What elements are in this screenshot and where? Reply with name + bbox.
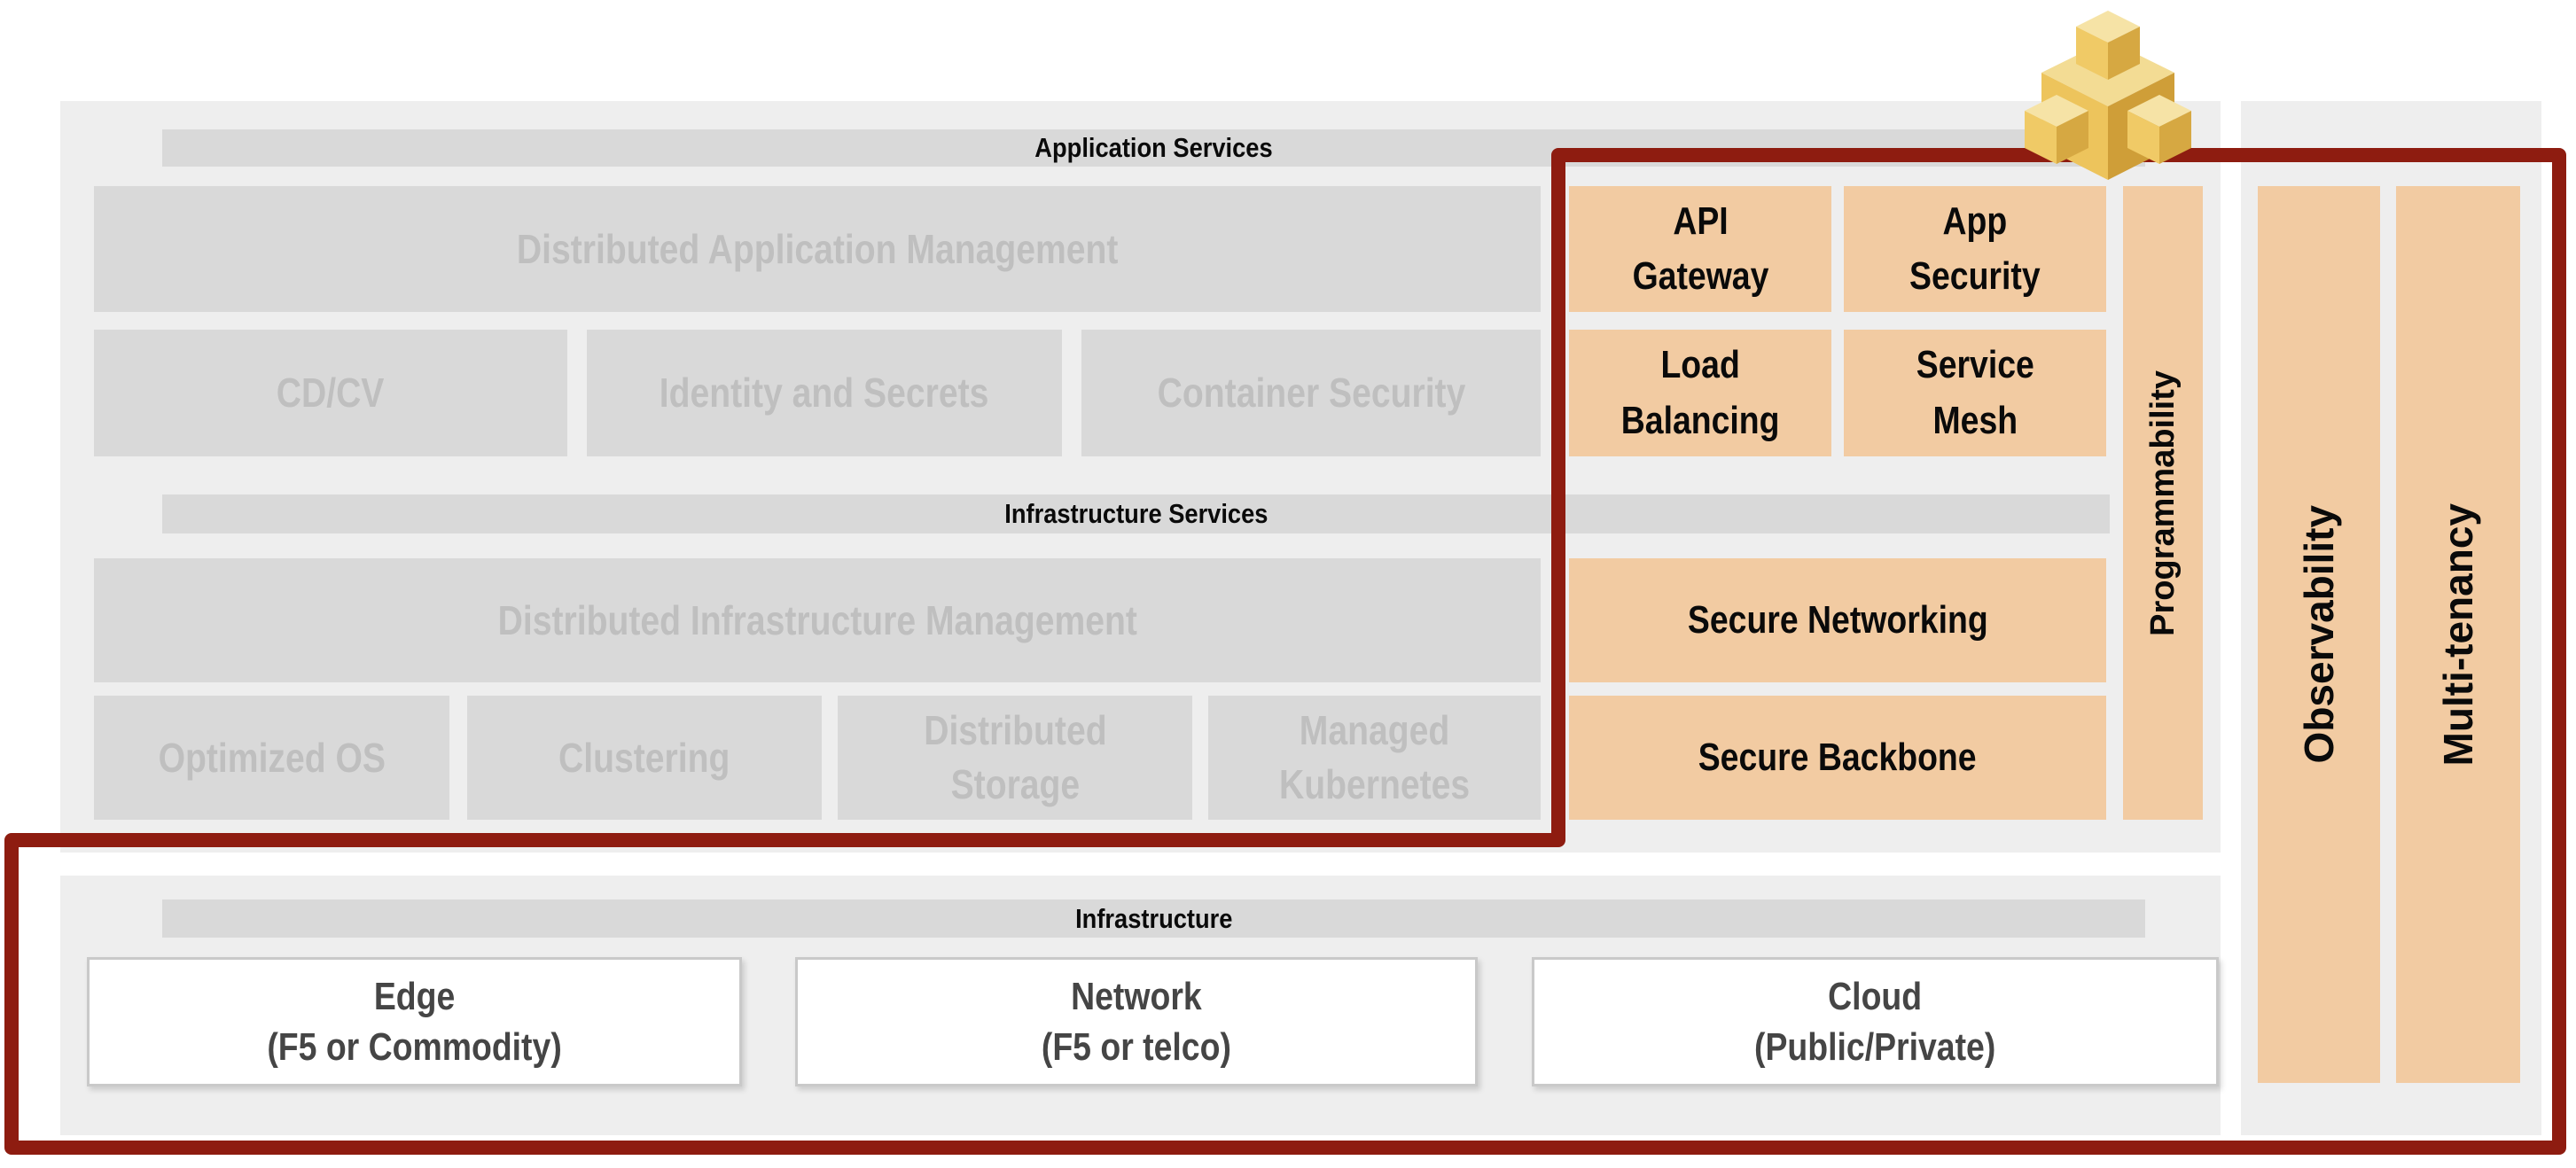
box-label-line2: (F5 or Commodity) [267,1025,562,1069]
box-secure-networking: Secure Networking [1569,558,2106,682]
column-multi-tenancy: Multi-tenancy [2396,186,2520,1083]
box-label: Service Mesh [1916,338,2033,448]
tile-label: Distributed Storage [924,704,1106,811]
box-label-line1: Service [1916,343,2034,387]
box-service-mesh: Service Mesh [1844,330,2106,456]
infrastructure-header-bar: Infrastructure [162,899,2145,938]
box-label-line2: Security [1909,254,2041,298]
tile-cd-cv: CD/CV [94,330,567,456]
box-label: Network (F5 or telco) [1042,971,1231,1072]
tile-label: Container Security [1157,370,1465,417]
tile-label-line2: Kubernetes [1278,761,1471,807]
box-label-line1: Network [1071,974,1202,1018]
column-observability: Observability [2258,186,2380,1083]
box-label-line1: API [1672,199,1729,243]
column-label: Observability [2296,505,2342,764]
box-label: Load Balancing [1621,338,1780,448]
box-label-line1: App [1942,199,2008,243]
box-label-line1: Cloud [1828,974,1923,1018]
tile-label-line1: Managed [1299,707,1450,754]
tile-distributed-storage: Distributed Storage [838,696,1192,820]
tile-label-line2: Storage [950,761,1080,807]
box-secure-backbone: Secure Backbone [1569,696,2106,820]
tile-distributed-application-management: Distributed Application Management [94,186,1541,312]
box-label-line1: Load [1660,343,1740,387]
box-label: Edge (F5 or Commodity) [267,971,561,1072]
box-app-security: App Security [1844,186,2106,312]
infrastructure-services-header-bar: Infrastructure Services [162,494,2110,533]
box-label-line2: Gateway [1632,254,1768,298]
box-label: Secure Backbone [1698,735,1977,779]
application-services-header-label: Application Services [1034,132,1273,163]
box-label-line1: Edge [373,974,456,1018]
box-cloud: Cloud (Public/Private) [1532,957,2219,1086]
tile-clustering: Clustering [467,696,822,820]
column-label: Multi-tenancy [2435,502,2481,767]
box-network: Network (F5 or telco) [795,957,1478,1086]
tile-label-line1: Distributed [923,707,1107,754]
tile-label: Clustering [558,734,730,781]
tile-label: Managed Kubernetes [1279,704,1470,811]
box-label: Cloud (Public/Private) [1754,971,1995,1072]
tile-optimized-os: Optimized OS [94,696,449,820]
tile-container-security: Container Security [1081,330,1541,456]
tile-distributed-infrastructure-management: Distributed Infrastructure Management [94,558,1541,682]
application-services-header-bar: Application Services [162,129,2145,167]
box-label-line2: (Public/Private) [1754,1025,1996,1069]
tile-label: Distributed Application Management [516,225,1119,272]
box-label: API Gateway [1632,194,1768,305]
box-label-line2: (F5 or telco) [1041,1025,1232,1069]
gold-cubes-logo-icon [2025,11,2191,180]
tile-label: Optimized OS [158,734,386,781]
infrastructure-services-header-label: Infrastructure Services [1003,498,1268,529]
tile-managed-kubernetes: Managed Kubernetes [1208,696,1541,820]
tile-identity-and-secrets: Identity and Secrets [587,330,1062,456]
tile-label: CD/CV [277,370,385,417]
box-load-balancing: Load Balancing [1569,330,1831,456]
box-label: Secure Networking [1687,597,1988,642]
column-label: Programmability [2143,370,2182,636]
box-label-line2: Balancing [1620,398,1780,442]
tile-label: Distributed Infrastructure Management [497,596,1137,643]
box-api-gateway: API Gateway [1569,186,1831,312]
box-label: App Security [1909,194,2041,305]
box-label-line2: Mesh [1932,398,2018,442]
column-programmability: Programmability [2123,186,2203,820]
box-edge: Edge (F5 or Commodity) [87,957,742,1086]
tile-label: Identity and Secrets [660,370,989,417]
infrastructure-header-label: Infrastructure [1074,902,1233,934]
